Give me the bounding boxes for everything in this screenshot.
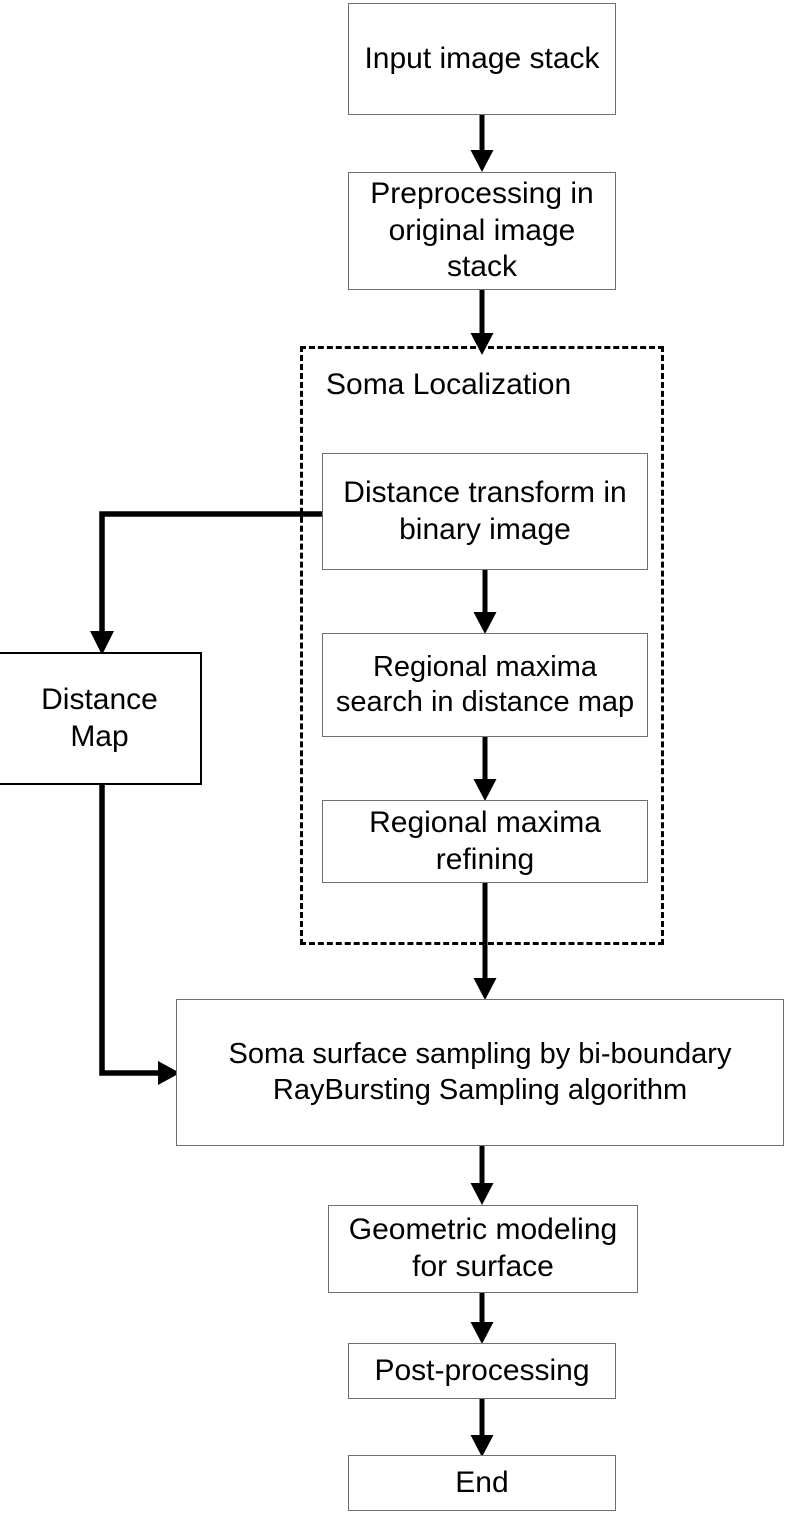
node-preprocessing-label: Preprocessing in original image stack	[370, 177, 594, 284]
node-soma-surface-sampling[interactable]: Soma surface sampling by bi-boundary Ray…	[176, 999, 784, 1146]
edge-regional-search-to-regional-refining	[471, 737, 499, 802]
group-soma-localization-label: Soma Localization	[326, 368, 572, 401]
edge-distance-map-to-soma-sampling	[90, 782, 200, 1085]
node-regional-maxima-refining[interactable]: Regional maxima refining	[322, 800, 648, 883]
node-end-label: End	[455, 1465, 509, 1499]
edge-post-processing-to-end	[468, 1398, 496, 1458]
node-preprocessing[interactable]: Preprocessing in original image stack	[348, 172, 616, 290]
node-input-image-stack[interactable]: Input image stack	[348, 3, 616, 115]
node-regional-maxima-refining-label: Regional maxima refining	[369, 805, 601, 876]
node-distance-map[interactable]: Distance Map	[0, 652, 202, 785]
edge-distance-transform-to-distance-map	[90, 505, 335, 665]
edge-soma-sampling-to-geometric-modeling	[468, 1146, 496, 1206]
node-distance-transform-label: Distance transform in binary image	[343, 475, 627, 546]
node-regional-maxima-search[interactable]: Regional maxima search in distance map	[322, 633, 648, 737]
edge-distance-transform-to-regional-search	[471, 570, 499, 635]
edge-regional-refining-to-soma-sampling	[471, 883, 499, 1001]
node-end[interactable]: End	[348, 1455, 616, 1511]
edge-preprocess-to-distance-transform	[468, 290, 496, 356]
edge-input-to-preprocess	[468, 115, 496, 173]
node-geometric-modeling[interactable]: Geometric modeling for surface	[328, 1205, 638, 1293]
node-regional-maxima-search-label: Regional maxima search in distance map	[335, 650, 635, 718]
node-soma-surface-sampling-label: Soma surface sampling by bi-boundary Ray…	[228, 1038, 732, 1106]
node-input-image-stack-label: Input image stack	[364, 41, 600, 75]
node-geometric-modeling-label: Geometric modeling for surface	[348, 1213, 618, 1283]
node-post-processing[interactable]: Post-processing	[348, 1343, 616, 1399]
node-distance-map-label: Distance Map	[41, 682, 158, 753]
node-post-processing-label: Post-processing	[374, 1353, 590, 1387]
edge-geometric-modeling-to-post-processing	[468, 1293, 496, 1345]
node-distance-transform[interactable]: Distance transform in binary image	[322, 453, 648, 570]
